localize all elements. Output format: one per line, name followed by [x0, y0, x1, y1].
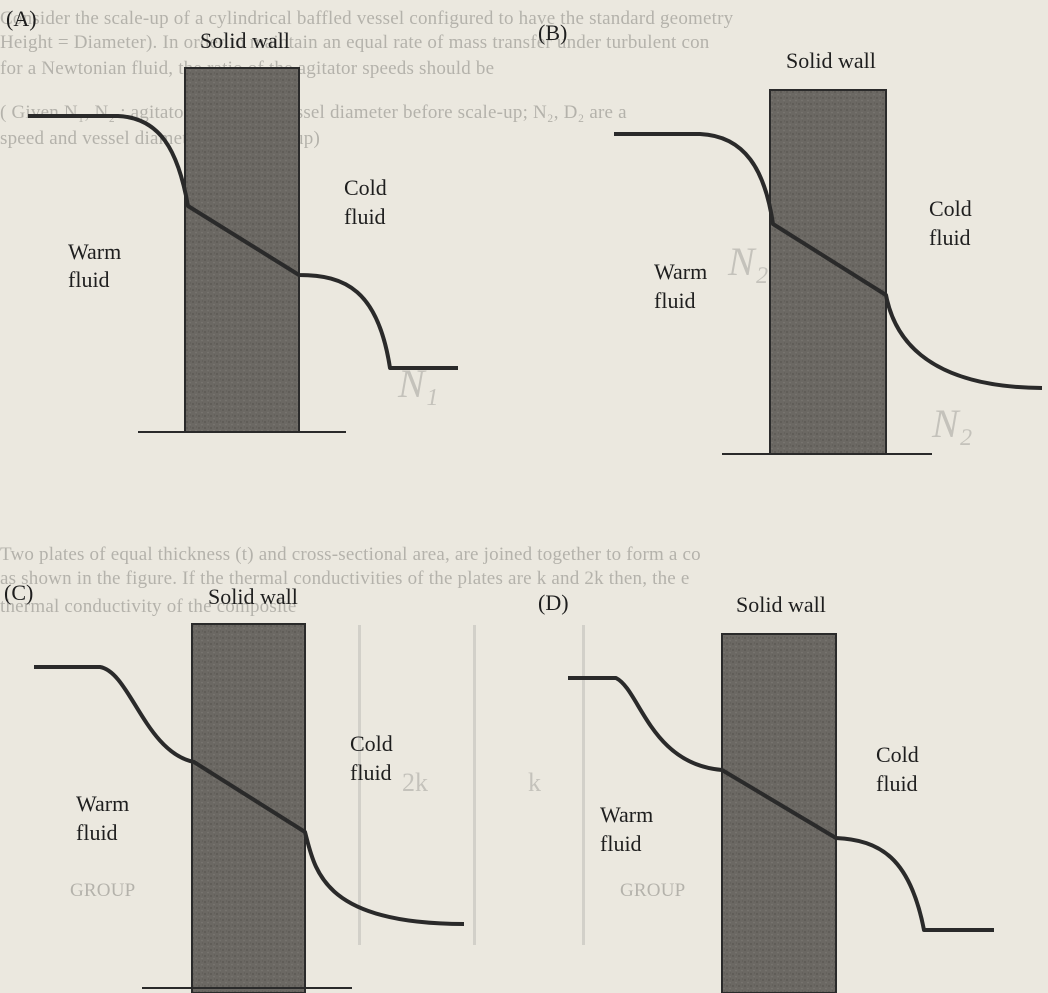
cold-fluid-label: Cold — [876, 742, 919, 767]
panel-c: (C) Solid wall Warm fluid Cold fluid — [4, 580, 465, 993]
bleed-line: ( Given N₁, N₂ : agitator speed and vess… — [0, 102, 627, 123]
bleed-line: GROUP — [620, 880, 686, 901]
cold-fluid-label: fluid — [876, 771, 918, 796]
cold-fluid-label: Cold — [929, 196, 972, 221]
panel-letter: (D) — [538, 590, 569, 615]
cold-fluid-label: Cold — [344, 175, 387, 200]
wall-label: Solid wall — [208, 584, 298, 609]
bleed-plate-edge — [473, 625, 476, 945]
bleed-line: thermal conductivity of the composite — [0, 596, 297, 617]
bleed-line: Two plates of equal thickness (t) and cr… — [0, 544, 701, 565]
panel-letter: (B) — [538, 20, 567, 45]
wall-label: Solid wall — [200, 28, 290, 53]
wall-label: Solid wall — [736, 592, 826, 617]
cold-fluid-label: fluid — [929, 225, 971, 250]
warm-fluid-label: fluid — [600, 831, 642, 856]
solid-wall — [721, 633, 837, 993]
temperature-profile — [28, 114, 458, 370]
solid-wall — [769, 89, 887, 455]
bleed-line: GROUP — [70, 880, 136, 901]
temperature-profile — [614, 132, 1043, 390]
cold-fluid-label: fluid — [344, 204, 386, 229]
cold-fluid-label: fluid — [350, 760, 392, 785]
bleed-math: N₂ — [932, 401, 973, 446]
wall-label: Solid wall — [786, 48, 876, 73]
warm-fluid-label: Warm — [654, 259, 707, 284]
warm-fluid-label: fluid — [654, 288, 696, 313]
warm-fluid-label: fluid — [76, 820, 118, 845]
bleed-math: N₂ — [728, 239, 769, 284]
bleed-plate-edge — [582, 625, 585, 945]
bleed-plate-label: 2k — [402, 768, 428, 797]
warm-fluid-label: Warm — [76, 791, 129, 816]
warm-fluid-label: Warm — [68, 239, 121, 264]
panel-b: (B) Solid wall Warm fluid Cold fluid — [538, 20, 1043, 455]
cold-fluid-label: Cold — [350, 731, 393, 756]
bleed-line: Consider the scale-up of a cylindrical b… — [0, 8, 734, 29]
panel-a: (A) Solid wall Warm fluid Cold fluid — [6, 6, 458, 433]
panel-d: (D) Solid wall Warm fluid Cold fluid — [538, 590, 994, 993]
panel-letter: (A) — [6, 6, 37, 31]
bleed-plate-label: k — [528, 768, 541, 797]
bleed-line: Height = Diameter). In order to maintain… — [0, 32, 710, 53]
solid-wall — [184, 67, 300, 433]
temperature-profile — [34, 665, 465, 926]
solid-wall — [191, 623, 306, 993]
temperature-profile — [568, 676, 994, 932]
bleed-plate-edge — [358, 625, 361, 945]
panel-letter: (C) — [4, 580, 33, 605]
bleed-line: as shown in the figure. If the thermal c… — [0, 568, 690, 589]
warm-fluid-label: Warm — [600, 802, 653, 827]
warm-fluid-label: fluid — [68, 267, 110, 292]
